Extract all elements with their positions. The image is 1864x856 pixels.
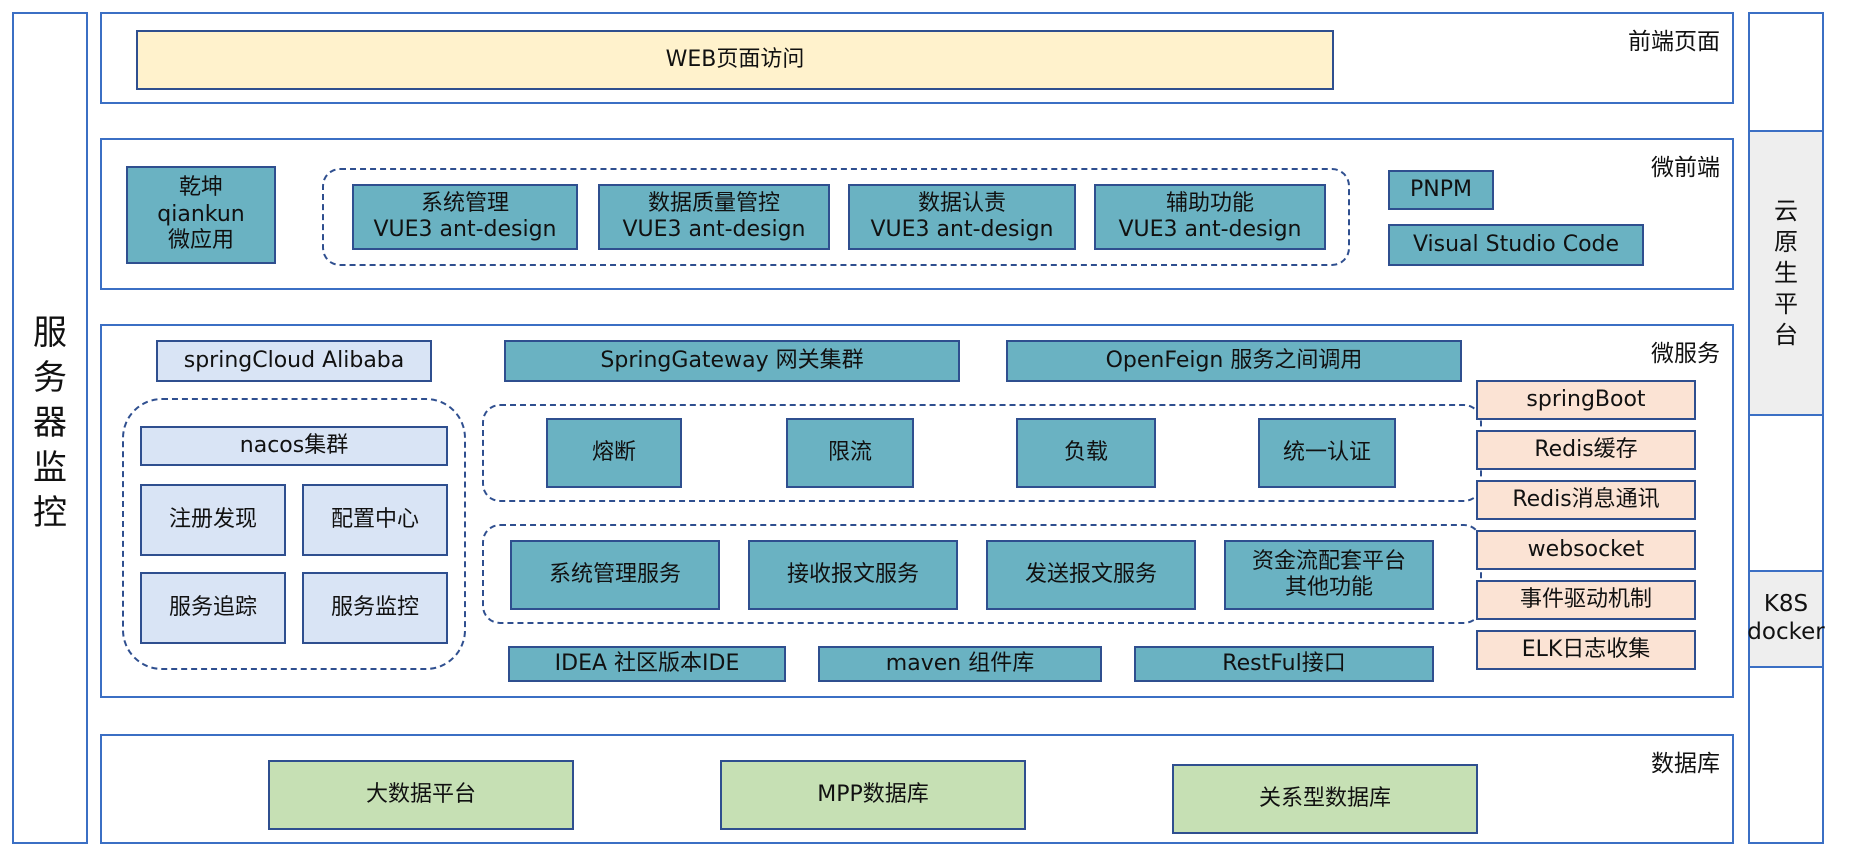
web-access-box: WEB页面访问 xyxy=(136,30,1334,90)
tool-idea-ide: IDEA 社区版本IDE xyxy=(508,646,786,682)
nacos-cluster-header: nacos集群 xyxy=(140,426,448,466)
micro-frontend-title: 微前端 xyxy=(1651,155,1720,181)
k8s-docker-section: K8S docker xyxy=(1747,570,1825,668)
infra-springboot: springBoot xyxy=(1476,380,1696,420)
server-monitor-panel: 服 务 器 监 控 xyxy=(12,12,88,844)
micro-apps-group xyxy=(322,168,1350,266)
micro-app-data-quality: 数据质量管控 VUE3 ant-design xyxy=(598,184,830,250)
feature-circuit-breaker: 熔断 xyxy=(546,418,682,488)
nacos-service-tracing: 服务追踪 xyxy=(140,572,286,644)
service-system-mgmt: 系统管理服务 xyxy=(510,540,720,610)
server-monitor-char: 控 xyxy=(33,492,67,533)
cloud-native-char: 原 xyxy=(1774,227,1798,256)
db-relational: 关系型数据库 xyxy=(1172,764,1478,834)
cloud-native-char: 台 xyxy=(1774,320,1798,349)
service-fund-flow-platform: 资金流配套平台 其他功能 xyxy=(1224,540,1434,610)
database-title: 数据库 xyxy=(1651,751,1720,777)
cloud-native-char: 云 xyxy=(1774,196,1798,225)
server-monitor-char: 器 xyxy=(33,402,67,443)
nacos-registry-discovery: 注册发现 xyxy=(140,484,286,556)
database-layer: 数据库 大数据平台 MPP数据库 关系型数据库 xyxy=(100,734,1734,844)
spring-gateway-box: SpringGateway 网关集群 xyxy=(504,340,960,382)
server-monitor-char: 服 xyxy=(33,312,67,353)
frontend-layer: 前端页面 WEB页面访问 xyxy=(100,12,1734,104)
server-monitor-char: 务 xyxy=(33,357,67,398)
cloud-native-char: 生 xyxy=(1774,258,1798,287)
nacos-service-monitoring: 服务监控 xyxy=(302,572,448,644)
micro-app-data-ownership: 数据认责 VUE3 ant-design xyxy=(848,184,1076,250)
infra-redis-cache: Redis缓存 xyxy=(1476,430,1696,470)
micro-app-auxiliary: 辅助功能 VUE3 ant-design xyxy=(1094,184,1326,250)
server-monitor-char: 监 xyxy=(33,447,67,488)
vscode-box: Visual Studio Code xyxy=(1388,224,1644,266)
infra-websocket: websocket xyxy=(1476,530,1696,570)
microservices-layer: 微服务 springCloud Alibaba SpringGateway 网关… xyxy=(100,324,1734,698)
microservices-title: 微服务 xyxy=(1651,341,1720,367)
db-mpp: MPP数据库 xyxy=(720,760,1026,830)
infra-redis-messaging: Redis消息通讯 xyxy=(1476,480,1696,520)
openfeign-box: OpenFeign 服务之间调用 xyxy=(1006,340,1462,382)
nacos-config-center: 配置中心 xyxy=(302,484,448,556)
services-group xyxy=(482,524,1482,624)
nacos-group xyxy=(122,398,466,670)
cloud-native-panel: 云 原 生 平 台 K8S docker xyxy=(1747,12,1825,844)
micro-app-system-mgmt: 系统管理 VUE3 ant-design xyxy=(352,184,578,250)
cloud-native-char: 平 xyxy=(1774,289,1798,318)
frontend-layer-title: 前端页面 xyxy=(1628,29,1720,55)
feature-load-balancing: 负载 xyxy=(1016,418,1156,488)
feature-rate-limiting: 限流 xyxy=(786,418,914,488)
feature-unified-auth: 统一认证 xyxy=(1258,418,1396,488)
springcloud-alibaba-box: springCloud Alibaba xyxy=(156,340,432,382)
tool-restful: RestFul接口 xyxy=(1134,646,1434,682)
server-monitor-label: 服 务 器 监 控 xyxy=(14,311,86,536)
infra-event-driven: 事件驱动机制 xyxy=(1476,580,1696,620)
infra-elk-logging: ELK日志收集 xyxy=(1476,630,1696,670)
cloud-native-label: 云 原 生 平 台 xyxy=(1750,196,1822,351)
qiankun-box: 乾坤 qiankun 微应用 xyxy=(126,166,276,264)
tool-maven: maven 组件库 xyxy=(818,646,1102,682)
db-big-data-platform: 大数据平台 xyxy=(268,760,574,830)
service-send-message: 发送报文服务 xyxy=(986,540,1196,610)
micro-frontend-layer: 微前端 乾坤 qiankun 微应用 系统管理 VUE3 ant-design … xyxy=(100,138,1734,290)
pnpm-box: PNPM xyxy=(1388,170,1494,210)
cloud-native-section: 云 原 生 平 台 xyxy=(1750,130,1822,416)
service-receive-message: 接收报文服务 xyxy=(748,540,958,610)
